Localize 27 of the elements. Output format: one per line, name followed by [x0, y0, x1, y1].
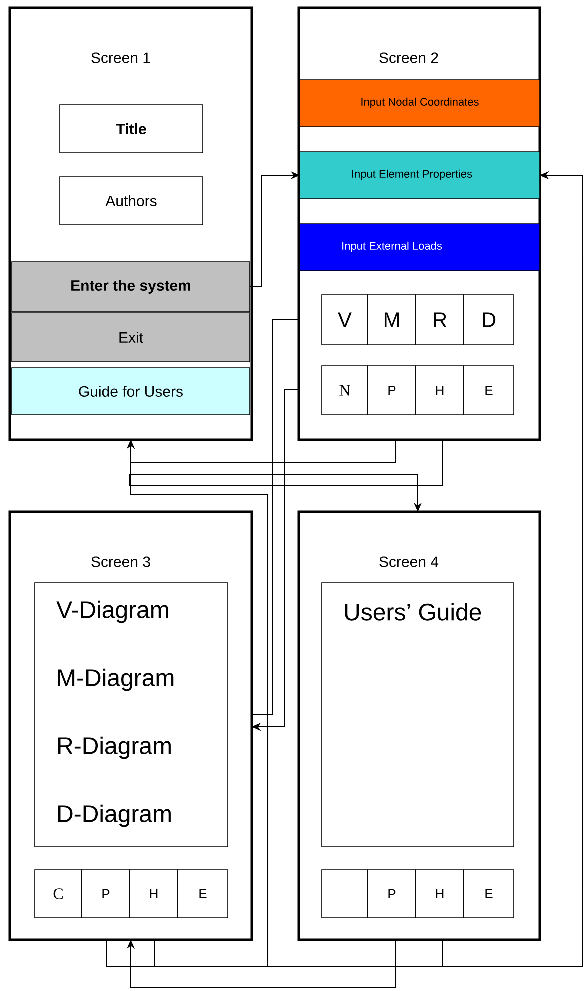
menu-button: Guide for Users	[12, 368, 250, 416]
input-button: Input Element Properties	[300, 152, 540, 200]
button-cell: E	[464, 366, 514, 416]
button-cell: N	[322, 366, 368, 416]
button-cell: D	[464, 294, 514, 346]
menu-button: Exit	[12, 312, 250, 362]
menu-button: Enter the system	[12, 262, 250, 312]
input-button: Input Nodal Coordinates	[300, 80, 540, 128]
button-cell: H	[130, 870, 178, 918]
button-cell	[322, 870, 368, 918]
input-button: Input External Loads	[300, 224, 540, 272]
button-cell: V	[322, 294, 368, 346]
title-box: Title	[60, 104, 204, 154]
content-panel: Users’ Guide	[322, 582, 514, 848]
button-cell: P	[82, 870, 130, 918]
button-cell: P	[368, 870, 416, 918]
connector-arrow	[126, 940, 396, 989]
text-box: Authors	[60, 176, 204, 226]
button-cell: E	[178, 870, 228, 918]
button-cell: H	[416, 366, 464, 416]
button-cell: H	[416, 870, 464, 918]
button-cell: E	[464, 870, 514, 918]
button-cell: C	[34, 870, 82, 918]
button-cell: P	[368, 366, 416, 416]
button-cell: M	[368, 294, 416, 346]
button-cell: R	[416, 294, 464, 346]
content-panel: V-Diagram M-Diagram R-Diagram D-Diagram	[34, 582, 228, 848]
